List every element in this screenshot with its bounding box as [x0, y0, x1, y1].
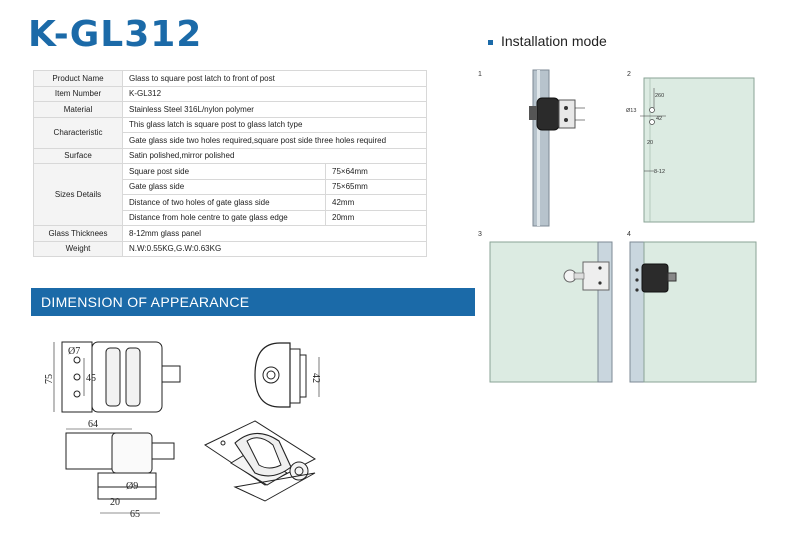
size-label: Square post side: [122, 163, 326, 180]
spec-value: N.W:0.55KG,G.W:0.63KG: [122, 240, 427, 257]
panel-number: 3: [478, 231, 482, 238]
table-row: Distance of two holes of gate glass side…: [34, 194, 427, 211]
dimension-front-view: 75 45 Ø7: [44, 341, 181, 413]
product-title: K-GL312: [28, 14, 203, 55]
dim-label: 42: [656, 116, 662, 122]
dim-label: Ø13: [626, 108, 636, 114]
install-figure-1: [529, 69, 585, 227]
dimension-top-view: 42: [254, 342, 321, 408]
table-row: Material Stainless Steel 316L/nylon poly…: [33, 101, 427, 118]
latch-isometric-view: [203, 420, 317, 502]
table-row: Product Name Glass to square post latch …: [33, 70, 427, 87]
install-figure-4: [629, 241, 757, 383]
table-row: Characteristic This glass latch is squar…: [33, 116, 427, 149]
dim-label: 64: [88, 419, 98, 430]
size-label: Distance from hole centre to gate glass …: [122, 209, 326, 226]
spec-key: Surface: [33, 147, 123, 164]
size-value: 75×64mm: [325, 163, 427, 180]
dimension-header: DIMENSION OF APPEARANCE: [31, 288, 475, 316]
dim-label: 8-12: [654, 169, 665, 175]
spec-key: Glass Thicknees: [33, 225, 123, 242]
install-figure-3: [489, 241, 613, 383]
dimension-side-view: 64 Ø9 20 65: [65, 419, 175, 520]
spec-value: Satin polished,mirror polished: [122, 147, 427, 164]
table-row: Gate glass side 75×65mm: [34, 178, 427, 195]
size-value: 20mm: [325, 209, 427, 226]
spec-key: Sizes Details: [33, 163, 123, 226]
dim-label: 20: [110, 497, 120, 508]
installation-title: Installation mode: [501, 33, 607, 49]
size-label: Gate glass side: [122, 178, 326, 195]
table-row: Item Number K-GL312: [33, 85, 427, 102]
spec-value: Stainless Steel 316L/nylon polymer: [122, 101, 427, 118]
spec-value: 8-12mm glass panel: [122, 225, 427, 242]
panel-number: 1: [478, 71, 482, 78]
dim-label: Ø9: [126, 481, 138, 492]
size-label: Distance of two holes of gate glass side: [122, 194, 326, 211]
installation-heading: Installation mode: [488, 33, 607, 49]
dim-label: 65: [130, 509, 140, 520]
bullet-icon: [488, 39, 493, 45]
spec-key: Product Name: [33, 70, 123, 87]
spec-key: Characteristic: [33, 116, 123, 149]
table-row: Weight N.W:0.55KG,G.W:0.63KG: [33, 240, 427, 257]
dim-label: 260: [655, 93, 664, 99]
spec-key: Weight: [33, 240, 123, 257]
size-value: 42mm: [325, 194, 427, 211]
spec-table: Product Name Glass to square post latch …: [33, 70, 427, 257]
size-value: 75×65mm: [325, 178, 427, 195]
table-row: Sizes Details Square post side 75×64mm: [33, 163, 427, 226]
dim-label: 20: [647, 140, 653, 146]
install-figure-2: 260 42 20 Ø13 8-12: [626, 77, 755, 223]
panel-number: 4: [627, 231, 631, 238]
dim-label: 75: [44, 374, 55, 384]
spec-key: Item Number: [33, 85, 123, 102]
panel-number: 2: [627, 71, 631, 78]
spec-value: Glass to square post latch to front of p…: [122, 70, 427, 87]
spec-value: K-GL312: [122, 85, 427, 102]
dim-label: 45: [86, 373, 96, 384]
dim-label: 42: [310, 373, 321, 383]
spec-value: Gate glass side two holes required,squar…: [122, 132, 427, 149]
spec-key: Material: [33, 101, 123, 118]
spec-value: This glass latch is square post to glass…: [122, 116, 427, 133]
table-row: Surface Satin polished,mirror polished: [33, 147, 427, 164]
dim-label: Ø7: [68, 346, 80, 357]
table-row: Glass Thicknees 8-12mm glass panel: [33, 225, 427, 242]
